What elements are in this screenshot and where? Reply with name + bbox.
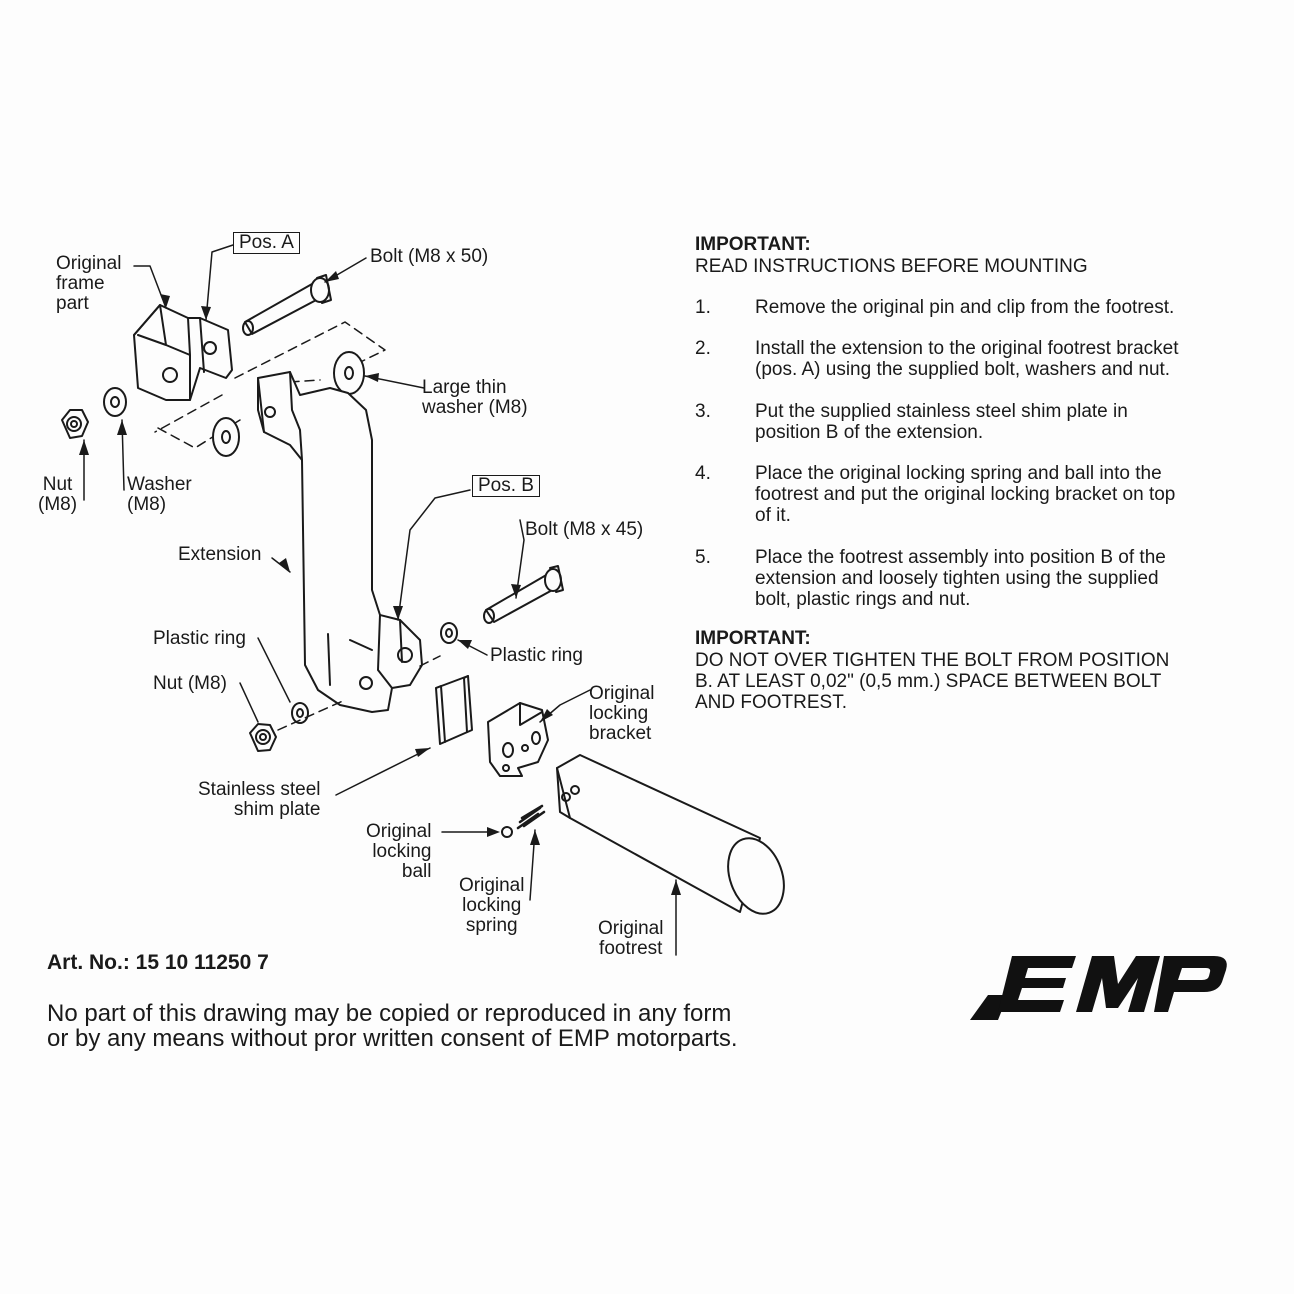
footrest-shape (556, 754, 785, 915)
label-nut-top: Nut (M8) (38, 474, 78, 515)
label-plastic-ring-right: Plastic ring (490, 645, 583, 666)
step-number: 3. (695, 401, 711, 422)
label-pos-a: Pos. A (233, 232, 300, 254)
assembly-guide-lines-b (277, 655, 441, 731)
label-locking-bracket: Original locking bracket (589, 683, 655, 744)
instructions-subheading: READ INSTRUCTIONS BEFORE MOUNTING (695, 256, 1088, 277)
step-text: Put the supplied stainless steel shim pl… (755, 401, 1128, 443)
article-number: Art. No.: 15 10 11250 7 (47, 951, 269, 974)
step-number: 5. (695, 547, 711, 568)
warning-heading: IMPORTANT: (695, 628, 811, 649)
label-bolt-m8x45: Bolt (M8 x 45) (525, 519, 644, 540)
locking-ball-shape (501, 826, 513, 838)
step-number: 2. (695, 338, 711, 359)
bolt-m8x50-shape (242, 274, 332, 336)
arrowheads (79, 271, 681, 895)
label-shim-plate: Stainless steel shim plate (198, 779, 321, 820)
frame-part-shape (133, 304, 233, 401)
extension-shape (257, 371, 423, 713)
locking-bracket-shape (487, 702, 549, 777)
nut-m8-bottom-shape (249, 723, 277, 752)
label-bolt-m8x50: Bolt (M8 x 50) (370, 246, 489, 267)
step-number: 4. (695, 463, 711, 484)
label-nut-bottom: Nut (M8) (153, 673, 227, 694)
instructions-heading: IMPORTANT: (695, 234, 811, 255)
label-original-frame-part: Original frame part (56, 253, 122, 314)
washer-m8-shape (103, 387, 127, 417)
plastic-ring-left-shape (291, 702, 309, 724)
locking-spring-shape (516, 804, 546, 830)
step-text: Place the original locking spring and ba… (755, 463, 1176, 526)
label-footrest: Original footrest (598, 918, 664, 959)
step-text: Install the extension to the original fo… (755, 338, 1179, 380)
label-locking-ball: Original locking ball (366, 821, 432, 882)
emp-logo-mark (970, 956, 1227, 1020)
plastic-ring-right-shape (440, 622, 458, 644)
label-washer: Washer (M8) (127, 474, 192, 515)
large-washer-right-shape (333, 351, 365, 395)
label-locking-spring: Original locking spring (459, 875, 525, 936)
label-plastic-ring-left: Plastic ring (153, 628, 246, 649)
step-number: 1. (695, 297, 711, 318)
label-pos-b: Pos. B (472, 475, 540, 497)
copyright-notice: No part of this drawing may be copied or… (47, 1000, 738, 1052)
emp-logo (970, 956, 1227, 1020)
label-large-thin-washer: Large thin washer (M8) (422, 377, 528, 418)
bolt-m8x45-shape (483, 565, 564, 624)
nut-m8-top-shape (61, 409, 89, 439)
step-text: Remove the original pin and clip from th… (755, 297, 1175, 318)
warning-text: DO NOT OVER TIGHTEN THE BOLT FROM POSITI… (695, 650, 1170, 713)
large-washer-left-shape (212, 417, 240, 457)
label-extension: Extension (178, 544, 262, 565)
shim-plate-shape (435, 675, 473, 745)
step-text: Place the footrest assembly into positio… (755, 547, 1166, 610)
